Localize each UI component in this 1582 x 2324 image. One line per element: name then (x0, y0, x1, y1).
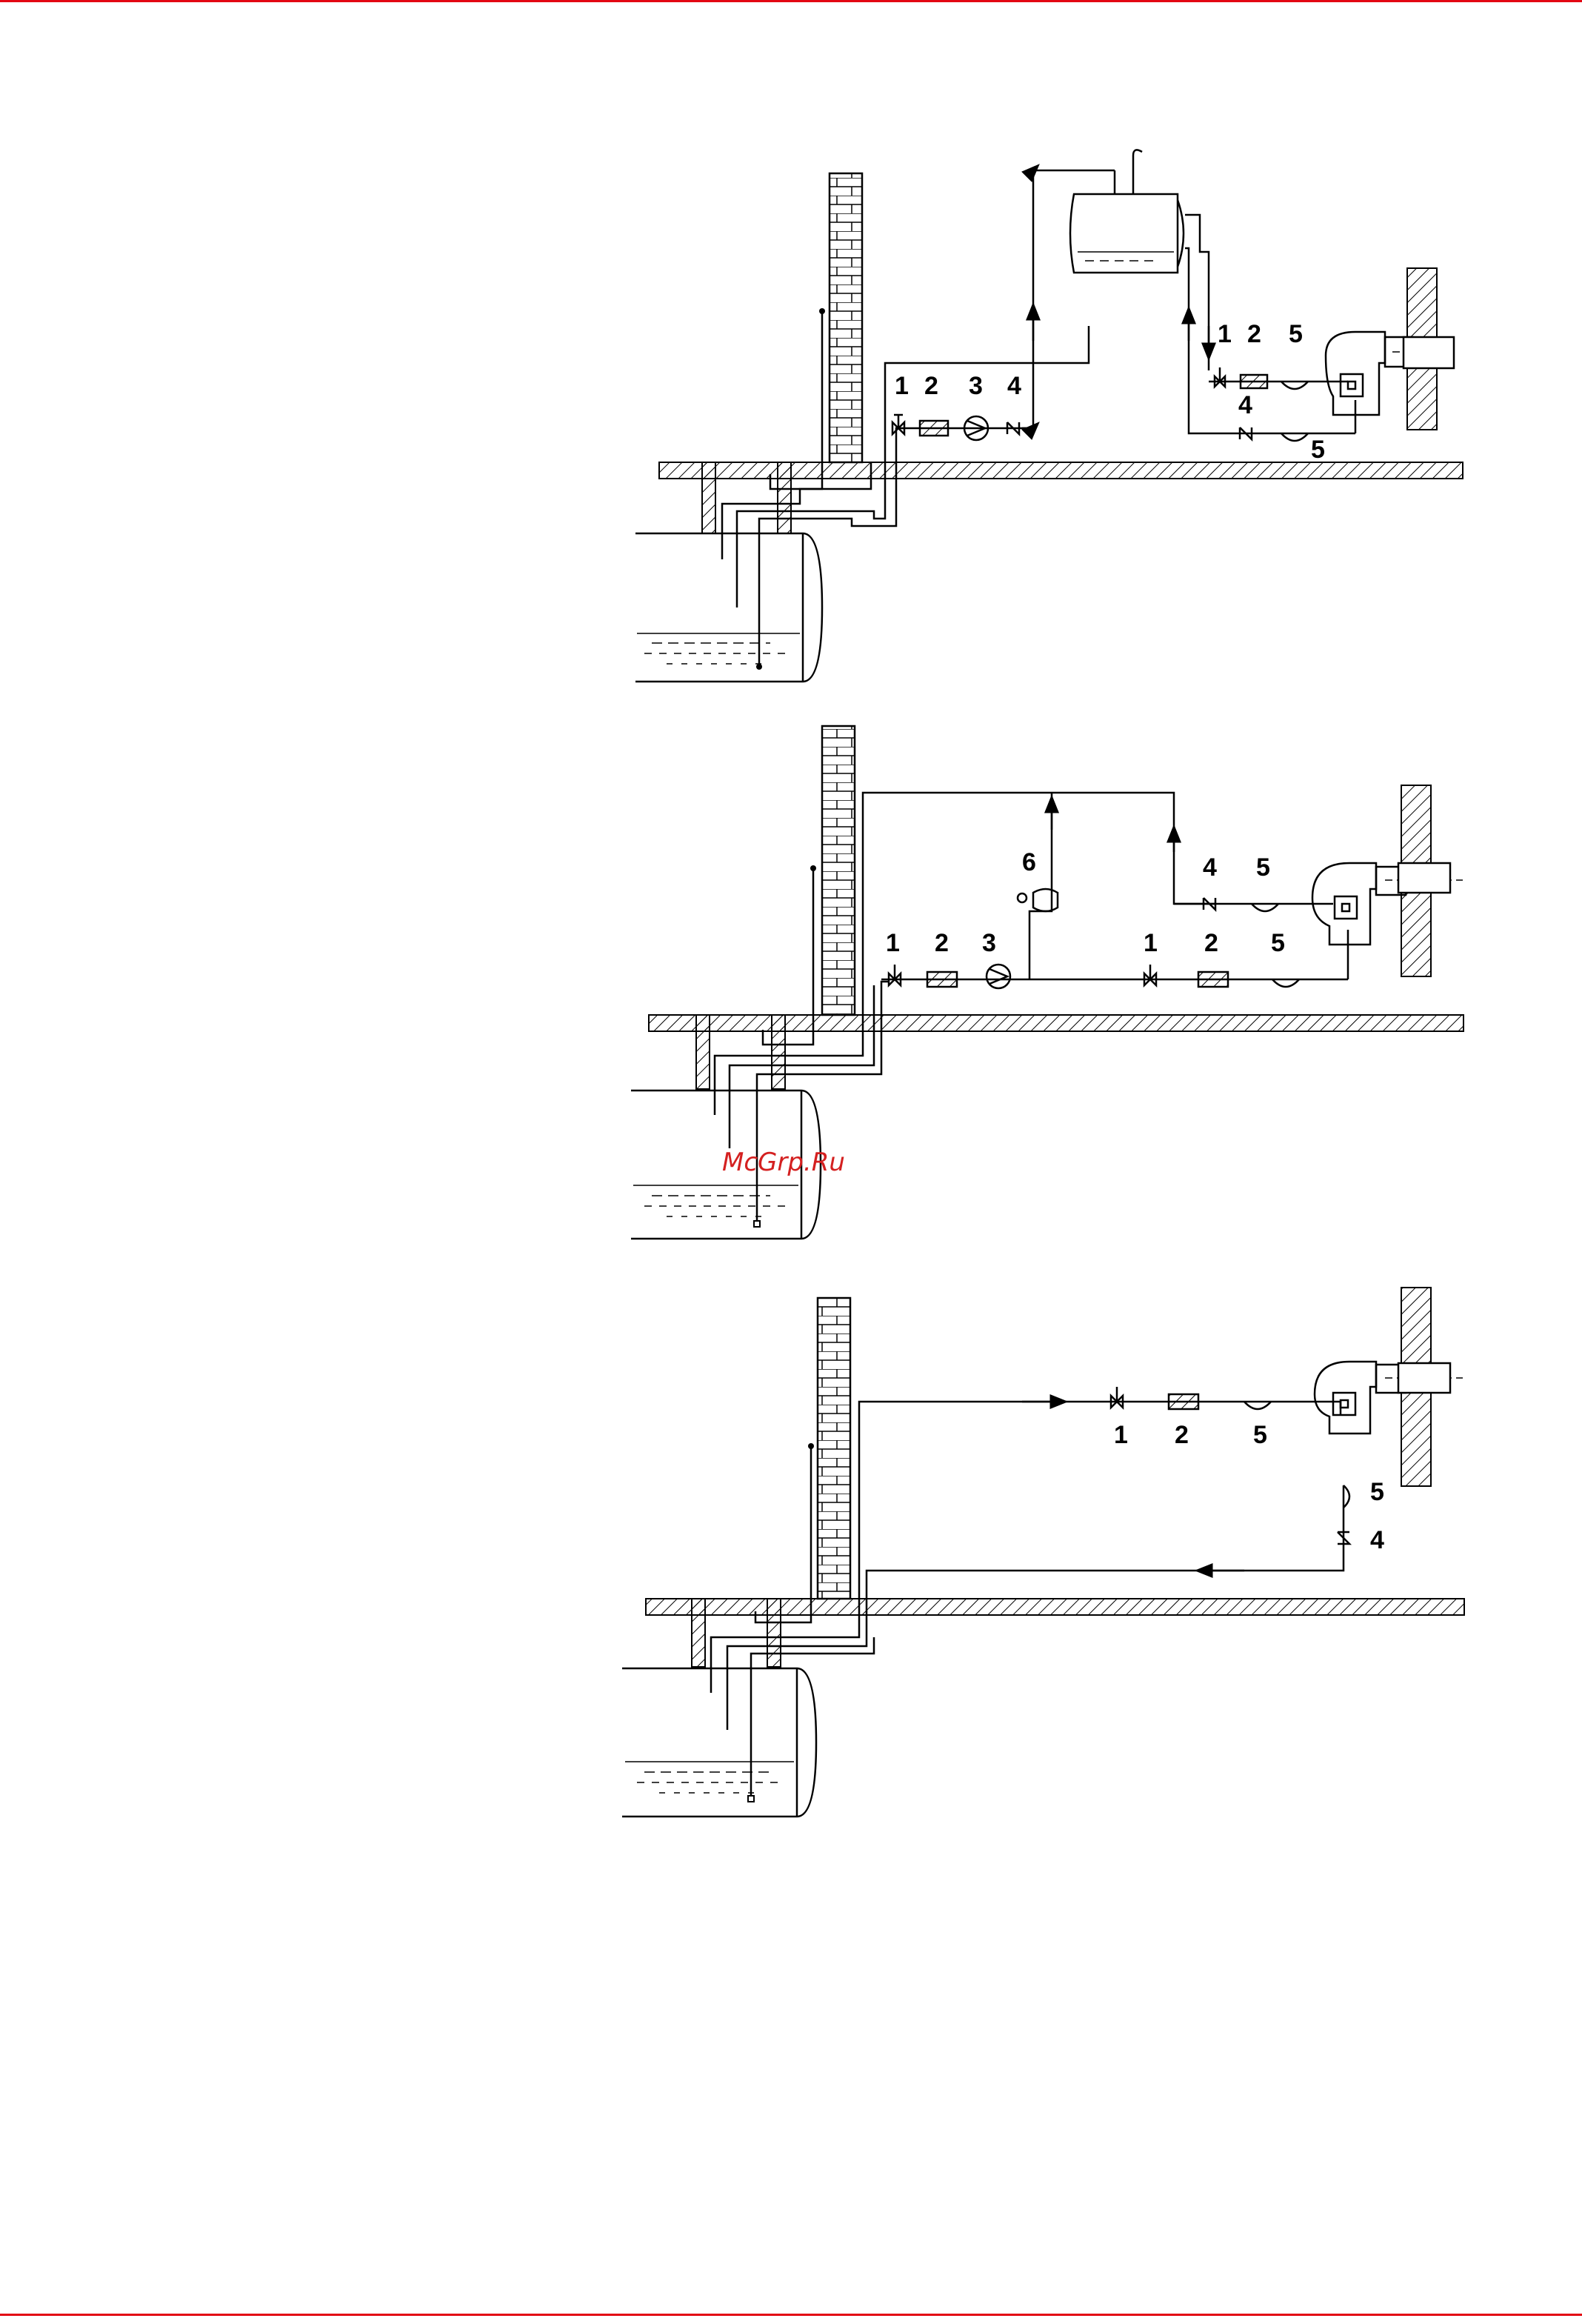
chimney (822, 726, 855, 1015)
chimney (830, 173, 862, 462)
label-check-valve-2: 4 (1238, 391, 1252, 419)
label-hose: 5 (1256, 853, 1270, 882)
label-check-valve: 4 (1203, 853, 1217, 882)
return-up-d1 (1185, 248, 1241, 433)
hose-loop-icon (1281, 382, 1308, 389)
valve-icon (892, 415, 904, 434)
valve-icon (1144, 965, 1156, 985)
label-hose-2: 5 (1271, 929, 1285, 957)
hose-loop-icon (1244, 1402, 1271, 1409)
label-hose: 5 (1253, 1421, 1267, 1449)
label-check-valve: 4 (1370, 1526, 1384, 1554)
label-hose-2: 5 (1370, 1478, 1384, 1506)
label-pump: 3 (969, 372, 983, 400)
diagram-2: 6 4 5 1 2 3 1 2 5 McGrp.Ru (631, 726, 1463, 1239)
hose-loop-icon (1252, 904, 1278, 911)
diagram-3: 1 2 5 5 4 (622, 1288, 1464, 1817)
pit-wall-right (772, 1015, 785, 1089)
filter-icon (1198, 972, 1228, 987)
label-hose-2: 5 (1311, 436, 1325, 464)
chimney (818, 1298, 850, 1599)
return-line-d2 (715, 793, 1215, 1115)
filter-icon (1169, 1394, 1198, 1409)
filter-icon (927, 972, 957, 987)
supply-line-d3 (711, 1402, 1341, 1693)
label-filter: 2 (1175, 1421, 1189, 1449)
label-valve-2: 1 (1218, 320, 1232, 348)
label-hose: 5 (1289, 320, 1303, 348)
label-check-valve: 4 (1007, 372, 1021, 400)
valve-icon (889, 965, 901, 985)
filter-icon (920, 421, 948, 436)
pit-wall-left (692, 1599, 705, 1667)
underground-tank (622, 1668, 816, 1817)
watermark: McGrp.Ru (722, 1148, 845, 1177)
filter-icon (1241, 375, 1267, 388)
label-regulator: 6 (1022, 848, 1036, 876)
pit-wall-left (696, 1015, 710, 1089)
label-filter: 2 (935, 929, 949, 957)
day-tank (1070, 150, 1184, 273)
label-pump: 3 (982, 929, 996, 957)
label-valve: 1 (1114, 1421, 1128, 1449)
vent-pipe (755, 1446, 811, 1622)
label-valve-2: 1 (1144, 929, 1158, 957)
label-filter-2: 2 (1247, 320, 1261, 348)
underground-tank (635, 533, 822, 682)
label-filter: 2 (924, 372, 938, 400)
pump-icon (987, 965, 1010, 988)
pit-wall-right (767, 1599, 781, 1667)
pit-wall-left (702, 462, 715, 533)
label-filter-2: 2 (1204, 929, 1218, 957)
valve-icon (1111, 1387, 1123, 1408)
hose-loop-icon (1281, 433, 1308, 441)
diagram-1: 1 2 3 4 1 2 5 4 5 (635, 150, 1463, 682)
label-valve: 1 (895, 372, 909, 400)
pit-wall-right (778, 462, 791, 533)
valve-icon (1215, 367, 1225, 387)
label-valve: 1 (886, 929, 900, 957)
hose-loop-icon (1272, 979, 1299, 987)
